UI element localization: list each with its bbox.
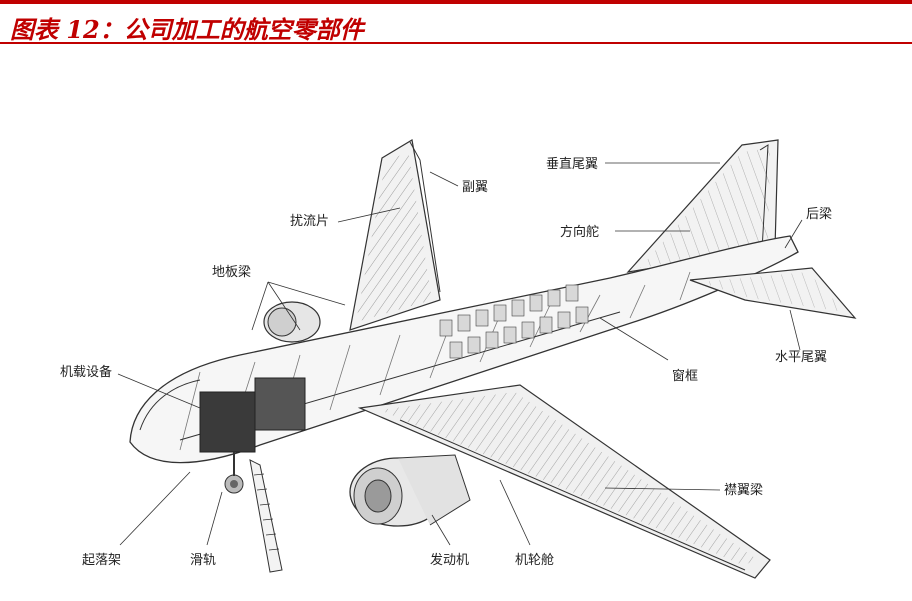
label-rudder: 方向舵: [560, 224, 599, 240]
landing-gear: [224, 452, 244, 494]
fuselage: [129, 235, 799, 464]
label-vertical-tail: 垂直尾翼: [546, 157, 598, 172]
label-rear-spar: 后梁: [806, 207, 832, 222]
label-landing-gear: 起落架: [82, 553, 121, 568]
upper-engine: [263, 301, 321, 343]
label-horizontal-tail: 水平尾翼: [775, 350, 827, 365]
label-flap-beam: 襟翼梁: [724, 483, 763, 498]
boarding-stairs: [249, 459, 283, 573]
vertical-stabilizer: [626, 139, 779, 273]
label-window-frame: 窗框: [672, 368, 698, 384]
header-top-rule: [0, 0, 912, 4]
label-floor-beam: 地板梁: [212, 265, 251, 280]
label-slide-rail: 滑轨: [190, 553, 216, 568]
upper-wing: [349, 139, 441, 331]
lower-wing: [357, 384, 771, 579]
figure-title: 图表 12：公司加工的航空零部件: [10, 15, 364, 44]
header-bottom-rule: [0, 42, 912, 44]
leader-lines: [117, 162, 803, 546]
label-avionics: 机载设备: [60, 364, 112, 380]
label-aileron: 副翼: [462, 180, 488, 195]
label-engine: 发动机: [430, 552, 469, 568]
label-wheel-well: 机轮舱: [515, 553, 554, 568]
label-spoiler: 扰流片: [290, 214, 329, 229]
lower-engine: [349, 454, 471, 527]
horizontal-stabilizer: [689, 267, 857, 319]
